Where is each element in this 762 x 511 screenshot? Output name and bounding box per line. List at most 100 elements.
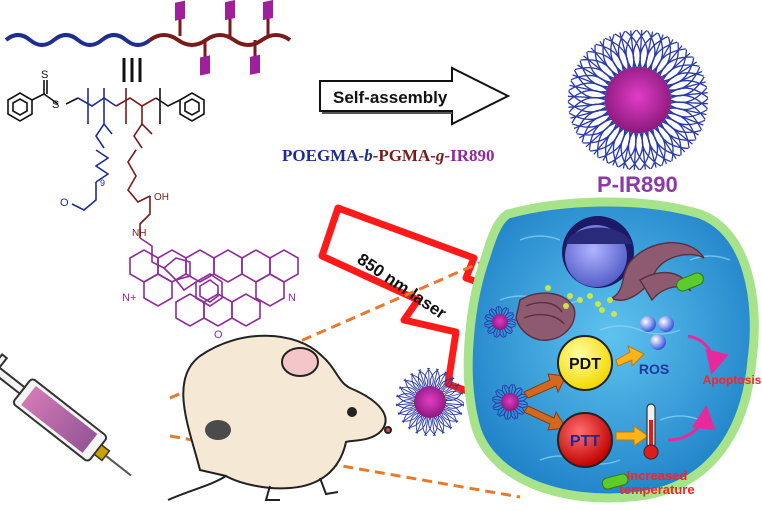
micelle-strand <box>507 322 516 326</box>
micelle-strand <box>634 129 651 170</box>
micelle-strand <box>646 127 658 170</box>
micelle-strand <box>577 64 613 86</box>
vesicle <box>545 285 551 291</box>
micelle-strand <box>655 123 674 162</box>
micelle-strand <box>665 109 704 126</box>
micelle-strand <box>666 87 709 99</box>
tumor-cell <box>463 197 759 503</box>
micelle-strand <box>498 306 500 315</box>
ros-label: ROS <box>639 361 669 377</box>
micelle-strand <box>625 29 637 72</box>
golgi-apparatus <box>610 242 705 302</box>
micelle-strand <box>574 66 614 85</box>
micelle-strand <box>484 322 493 326</box>
temperature-label-line2: temperature <box>619 482 694 497</box>
yellow-arrows <box>615 345 649 447</box>
micelle-strand <box>662 115 702 134</box>
micelle-strand <box>650 41 678 74</box>
micelle-strand <box>571 113 613 128</box>
micelle-strand <box>663 72 705 87</box>
micelle-strand <box>612 127 629 166</box>
micelle-strand <box>666 81 706 93</box>
micelle-strand <box>594 44 618 80</box>
micelle-strand <box>618 129 637 168</box>
micelle-outside-cell <box>395 367 465 437</box>
micelle-strand <box>587 50 620 77</box>
micelle-strand <box>666 107 708 118</box>
micelle-strand <box>487 326 495 334</box>
micelle-strand <box>659 119 696 141</box>
micelle-strand <box>492 398 503 402</box>
micelle-strand <box>568 95 609 100</box>
micelle-strand <box>639 32 658 71</box>
micelle-strand <box>630 30 636 71</box>
micelle-strand <box>570 74 612 89</box>
ptt-node <box>557 412 613 468</box>
nitrogen-label: N <box>288 292 296 304</box>
micelle-strand <box>649 126 668 165</box>
sulfur-label-top: S <box>41 69 48 81</box>
micelle-strand <box>667 92 708 98</box>
micelle-strand <box>647 34 664 73</box>
micelle-strand <box>662 61 698 85</box>
micelle-strand <box>588 118 615 151</box>
micelle-strand <box>636 29 649 71</box>
vesicle <box>587 293 593 299</box>
hydroxyl-label: OH <box>154 192 169 203</box>
mitochondrion <box>601 272 704 490</box>
micelle-strand <box>578 115 614 139</box>
micelle-strand <box>599 40 623 76</box>
pink-arrows <box>667 334 729 442</box>
zoom-lines <box>169 252 521 499</box>
micelle-strand <box>653 36 672 76</box>
micelle-strand <box>573 111 612 130</box>
micelle-strand <box>607 128 631 164</box>
micelle-strand <box>568 82 610 93</box>
vesicle <box>607 297 613 303</box>
micelle-strand <box>574 69 610 93</box>
polymer-name-label: POEGMA-b-PGMA-g-IR890 <box>282 146 495 165</box>
micelle-core <box>492 314 508 330</box>
micelle-strand <box>517 402 528 406</box>
micelle-strand <box>586 52 615 84</box>
micelle-strand <box>593 122 620 155</box>
micelle-strand <box>656 45 683 78</box>
micelle-core <box>605 67 671 133</box>
micelle-strand <box>667 100 708 105</box>
vesicle <box>563 303 569 309</box>
micelle-strand <box>641 128 662 167</box>
micelle-strand <box>658 120 682 156</box>
micelle-strand <box>595 43 624 75</box>
micelle-strand <box>583 55 616 82</box>
sulfur-label: S <box>52 99 59 111</box>
nucleus <box>562 216 634 288</box>
ptt-label: PTT <box>570 433 600 450</box>
micelle-strand <box>590 47 619 79</box>
micelle-strand <box>647 127 672 163</box>
micelle-strand <box>658 56 694 80</box>
apoptosis-label: Apoptosis <box>703 373 762 387</box>
micelle-strand <box>663 114 699 136</box>
micelle-strand <box>625 30 642 71</box>
vesicle <box>599 307 605 313</box>
micelle-strand <box>604 124 623 164</box>
micelle-strand <box>643 31 654 72</box>
micelle-strand <box>645 128 657 168</box>
micelle-strand <box>610 33 625 75</box>
micelle-core <box>414 386 446 418</box>
oxygen-label: O <box>60 197 69 209</box>
micelle-strand <box>602 125 624 161</box>
repeat-subscript: 9 <box>100 178 105 188</box>
micelle-strand <box>638 30 643 71</box>
pdt-node <box>557 335 613 391</box>
micelle-strand <box>652 125 681 157</box>
micelle-strand <box>628 129 644 170</box>
micelle-strand <box>510 384 514 395</box>
ir890-grafts <box>175 0 273 76</box>
temperature-label-line1: Increased <box>627 468 688 483</box>
micelle-strand <box>568 90 609 106</box>
micelle-strand <box>608 35 627 74</box>
p-ir890-label: P-IR890 <box>597 172 678 197</box>
micelle-strand <box>661 116 690 148</box>
micelle-strand <box>602 38 621 77</box>
